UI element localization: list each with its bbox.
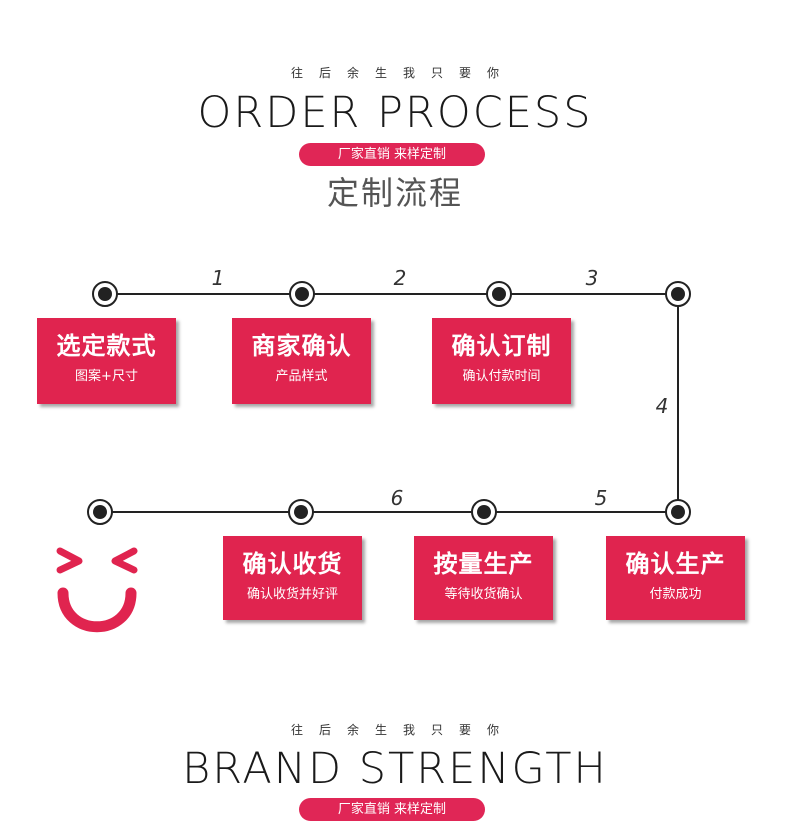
step-number: 5 xyxy=(594,486,608,510)
step-number: 1 xyxy=(211,266,225,290)
step-number: 3 xyxy=(585,266,599,290)
smiley-face-icon xyxy=(56,547,138,633)
process-node xyxy=(471,499,497,525)
tagline: 往后余生我只要你 xyxy=(290,723,515,737)
tagline: 往后余生我只要你 xyxy=(290,66,515,80)
step-card: 确认收货 确认收货并好评 xyxy=(223,536,362,620)
step-card: 按量生产 等待收货确认 xyxy=(414,536,553,620)
step-card-title: 确认订制 xyxy=(451,332,552,360)
process-node xyxy=(288,499,314,525)
step-number: 6 xyxy=(390,486,404,510)
step-number: 4 xyxy=(655,394,669,418)
step-card-title: 按量生产 xyxy=(433,550,534,578)
step-card: 确认生产 付款成功 xyxy=(606,536,745,620)
step-card-subtitle: 付款成功 xyxy=(649,586,702,602)
section-cn-title: 定制流程 xyxy=(326,174,463,212)
process-node xyxy=(289,281,315,307)
step-card-subtitle: 等待收货确认 xyxy=(444,586,523,602)
step-card-title: 确认收货 xyxy=(242,550,343,578)
process-node xyxy=(92,281,118,307)
pill-badge: 厂家直销 来样定制 xyxy=(299,798,485,821)
step-number: 2 xyxy=(393,266,407,290)
connector-line xyxy=(105,293,678,295)
step-card-subtitle: 图案+尺寸 xyxy=(75,368,138,384)
step-card-subtitle: 确认收货并好评 xyxy=(246,586,338,602)
step-card-subtitle: 确认付款时间 xyxy=(462,368,541,384)
step-card-title: 选定款式 xyxy=(56,332,157,360)
step-card: 选定款式 图案+尺寸 xyxy=(37,318,176,404)
step-card: 确认订制 确认付款时间 xyxy=(432,318,571,404)
process-node xyxy=(665,499,691,525)
section-title: BRAND STRENGTH xyxy=(182,744,608,794)
section-title: ORDER PROCESS xyxy=(197,88,593,138)
connector-line xyxy=(677,294,679,512)
connector-line xyxy=(100,511,678,513)
process-node xyxy=(87,499,113,525)
process-node xyxy=(665,281,691,307)
step-card-subtitle: 产品样式 xyxy=(275,368,328,384)
process-node xyxy=(486,281,512,307)
step-card: 商家确认 产品样式 xyxy=(232,318,371,404)
step-card-title: 商家确认 xyxy=(251,332,352,360)
step-card-title: 确认生产 xyxy=(625,550,726,578)
pill-badge: 厂家直销 来样定制 xyxy=(299,143,485,166)
